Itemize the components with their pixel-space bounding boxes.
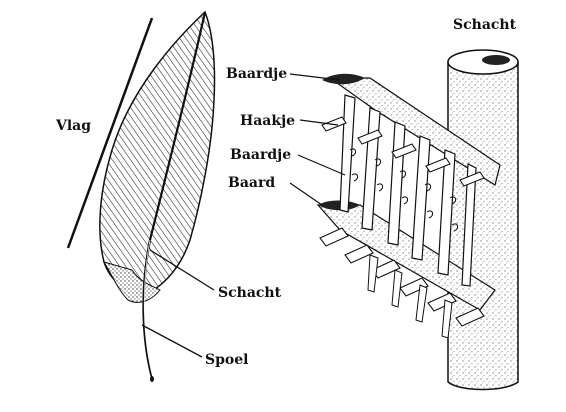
upper-flaps	[321, 116, 485, 187]
leader-schacht-feather	[149, 249, 215, 291]
leader-baardje-mid	[297, 154, 346, 176]
label-baardje-mid: Baardje	[230, 147, 292, 163]
leader-baard	[289, 182, 323, 206]
leader-spoel	[141, 324, 203, 358]
label-vlag: Vlag	[56, 118, 92, 134]
lower-barbule-tips	[367, 254, 453, 339]
feather-illustration	[99, 10, 216, 382]
feather-rachis	[142, 11, 207, 379]
leader-haakje	[299, 119, 339, 126]
lower-scrolls	[319, 227, 485, 327]
feather-quill-tip	[150, 376, 154, 382]
top-baardje-tip	[322, 73, 365, 85]
label-spoel: Spoel	[205, 352, 249, 368]
vlag-bracket-line	[66, 17, 154, 249]
feather-down	[102, 261, 161, 303]
label-schacht-detail: Schacht	[453, 17, 517, 33]
barb-detail-illustration	[316, 49, 519, 391]
hooklets	[349, 148, 459, 232]
label-baardje-top: Baardje	[226, 66, 288, 82]
detail-shaft	[447, 61, 519, 391]
leader-baardje-top	[289, 73, 341, 81]
label-baard: Baard	[228, 175, 276, 191]
label-haakje: Haakje	[240, 113, 296, 129]
feather-vane	[99, 10, 216, 297]
label-schacht-feather: Schacht	[218, 285, 282, 301]
